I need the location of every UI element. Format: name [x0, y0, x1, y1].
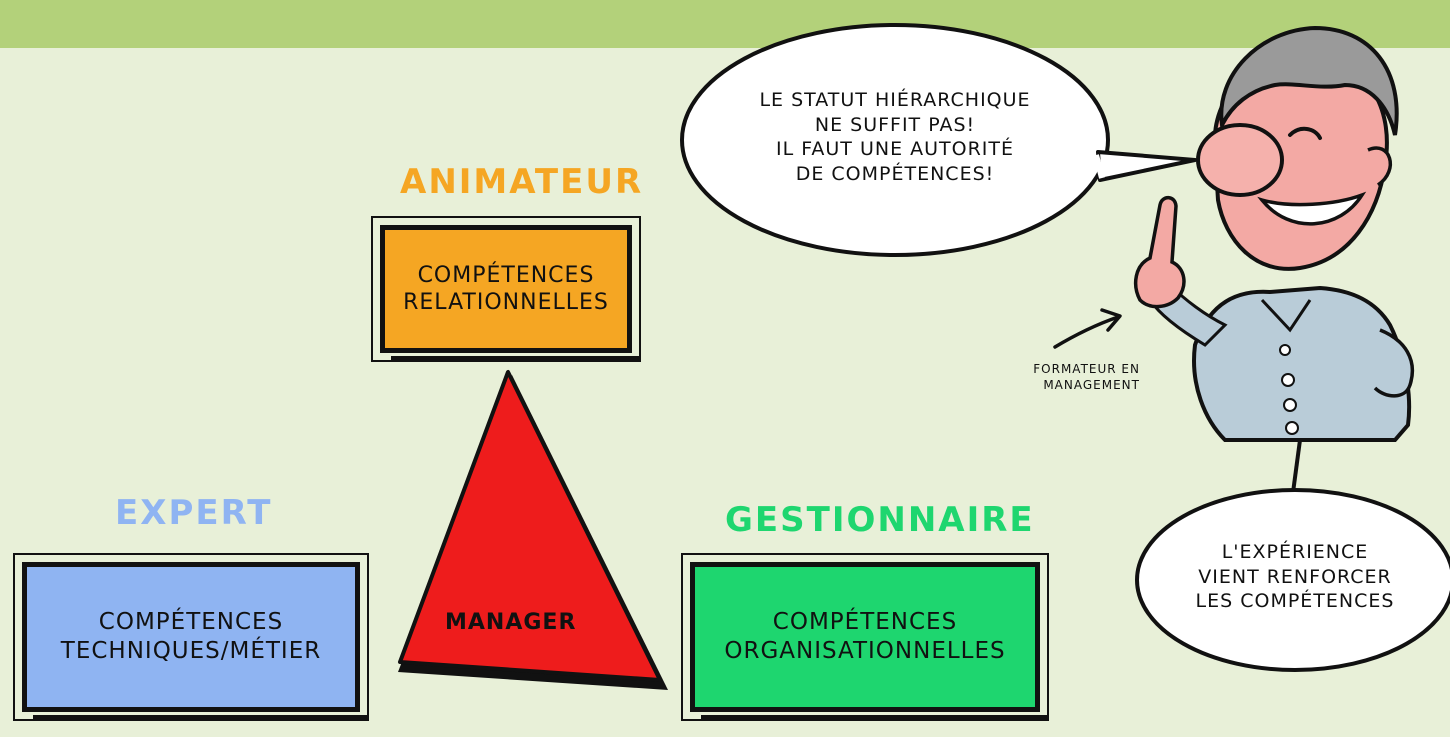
manager-triangle	[398, 370, 668, 690]
box-techniques-text: Compétences techniques/métier	[60, 609, 322, 664]
role-label-animateur: Animateur	[400, 162, 644, 202]
box-techniques: Compétences techniques/métier	[13, 553, 369, 721]
speech-bubble	[680, 23, 1197, 257]
role-label-expert: Expert	[115, 493, 273, 533]
header-bar	[0, 0, 1450, 48]
trainer-character-illustration	[1133, 25, 1415, 442]
box-relationnelles-text: Compétences relationnelles	[403, 262, 609, 316]
manager-label: Manager	[445, 610, 577, 635]
thought-bubble	[1135, 439, 1450, 672]
speech-bubble-text: Le statut hiérarchique ne suffit pas! Il…	[759, 89, 1031, 186]
arrow-icon	[1053, 308, 1122, 349]
box-relationnelles: Compétences relationnelles	[371, 216, 641, 362]
role-label-gestionnaire: Gestionnaire	[725, 500, 1035, 540]
box-organisationnelles: Compétences organisationnelles	[681, 553, 1049, 721]
box-organisationnelles-text: Compétences organisationnelles	[724, 609, 1006, 664]
character-caption: Formateur en management	[1033, 362, 1140, 392]
thought-bubble-text: L'expérience vient renforcer les compéte…	[1195, 541, 1395, 613]
